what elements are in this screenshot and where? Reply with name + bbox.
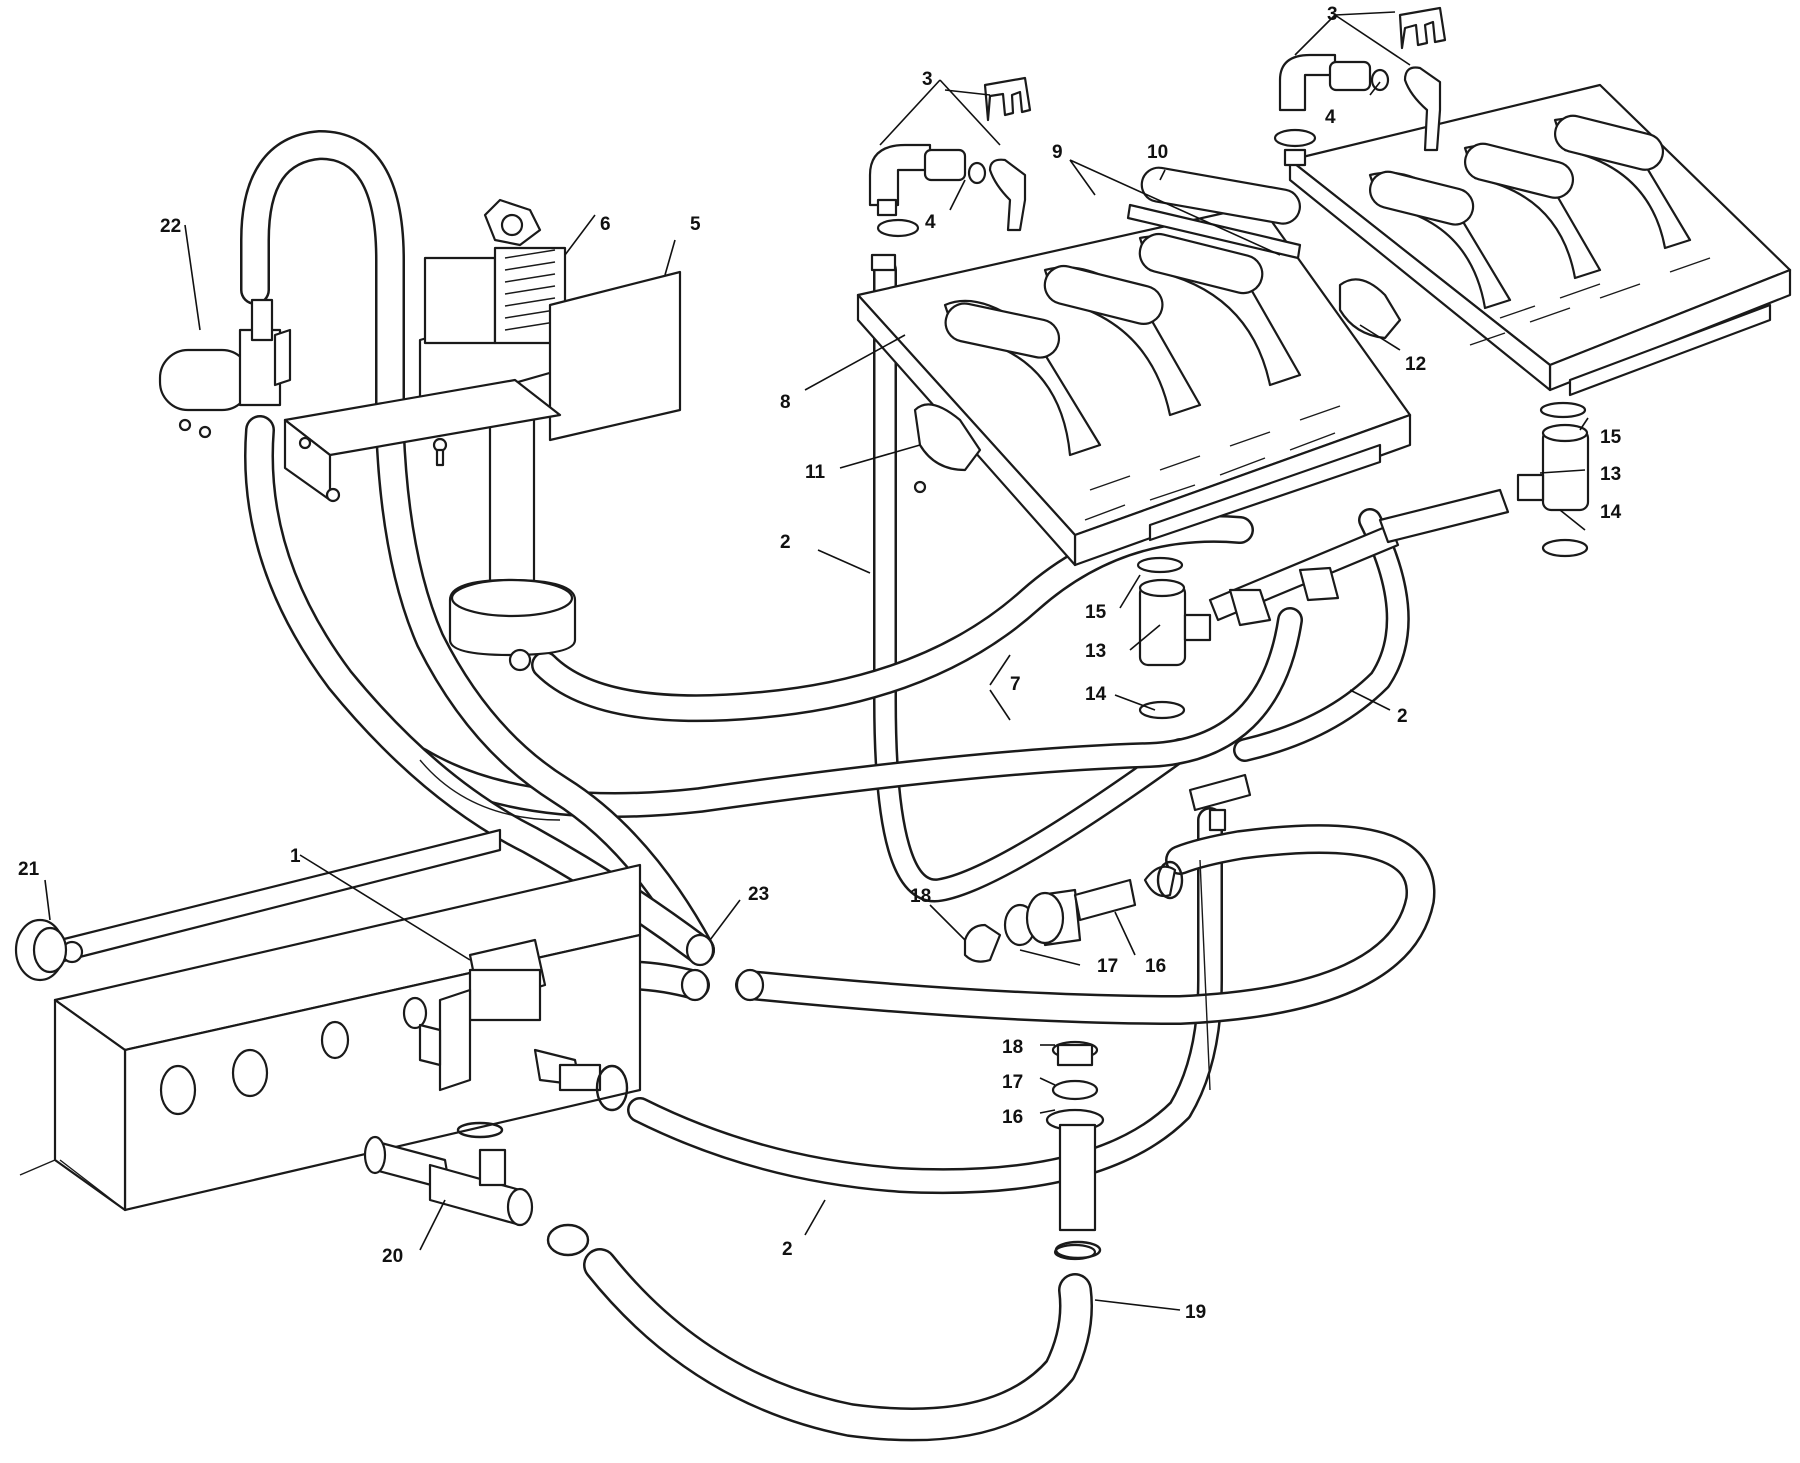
label-11: 11 [805,462,826,483]
plate-right-scoops [1368,114,1692,310]
label-2-right: 2 [1397,706,1408,727]
pump-6 [418,198,567,412]
label-6: 6 [600,214,611,235]
label-16-low: 16 [1002,1107,1023,1128]
hose-23-right [735,824,1436,1025]
label-18-mid: 18 [910,886,931,907]
label-17-mid: 17 [1097,956,1118,977]
bar-10 [1140,166,1301,225]
label-21: 21 [18,859,40,880]
hose-7-lower [407,607,1303,818]
tank-body [419,759,1211,1091]
tee-13-left [1136,556,1212,720]
label-15-left: 15 [1085,602,1107,623]
label-7: 7 [1010,674,1021,695]
plate-8 [856,203,1412,567]
junction-23 [680,933,765,1002]
hose-2-lower [627,807,1223,1195]
cap-21 [14,918,68,982]
guard-5 [548,270,682,442]
label-20: 20 [382,1246,403,1267]
label-4-left: 4 [925,212,936,233]
label-4-right: 4 [1325,107,1336,128]
label-12: 12 [1405,354,1426,375]
label-22: 22 [160,216,181,237]
hose-clamps [456,860,1184,1260]
label-17-low: 17 [1002,1072,1023,1093]
clip-12 [1338,278,1402,340]
plate-right-slots [1469,257,1711,346]
connector-set-right [1273,6,1447,167]
channel-bracket [19,863,642,1212]
label-5: 5 [690,214,701,235]
label-23: 23 [748,884,769,905]
tee-20 [363,1135,534,1227]
label-10: 10 [1147,142,1168,163]
label-2-bottom: 2 [782,1239,793,1260]
pump-mount-bracket [283,378,562,503]
label-1: 1 [290,846,301,867]
label-15-right: 15 [1600,427,1622,448]
label-19: 19 [1185,1302,1206,1323]
hose-2-main [873,258,1192,903]
label-14-right: 14 [1600,502,1622,523]
hose-19 [583,1248,1093,1442]
fitting-16-17-18-low [1045,1040,1105,1261]
hose-2-right [1233,508,1410,762]
fitting-16-17-18-mid [963,865,1177,963]
hose-gooseneck [240,130,715,965]
label-14-left: 14 [1085,684,1107,705]
plate-8-scoops [943,232,1302,457]
label-18-low: 18 [1002,1037,1023,1058]
label-8: 8 [780,392,791,413]
label-16-mid: 16 [1145,956,1166,977]
valve-1 [418,938,602,1092]
valve-22 [158,298,292,439]
clip-11 [913,403,982,494]
callout-labels: 1 2 2 2 3 3 4 4 5 6 7 8 9 10 11 12 13 13… [18,4,1622,1323]
pump-6-coil [504,249,556,331]
label-9: 9 [1052,142,1063,163]
plate-right [1288,83,1792,397]
manifold [1188,488,1510,832]
label-13-right: 13 [1600,464,1621,485]
connector-set-left [868,76,1032,272]
label-3-left: 3 [922,69,933,90]
label-13-left: 13 [1085,641,1106,662]
plate-8-slots [1084,405,1341,521]
label-3-right: 3 [1327,4,1338,25]
label-2-left: 2 [780,532,791,553]
pump-base [448,578,577,672]
leader-lines [44,11,1589,1311]
tee-13-right [1516,401,1590,558]
